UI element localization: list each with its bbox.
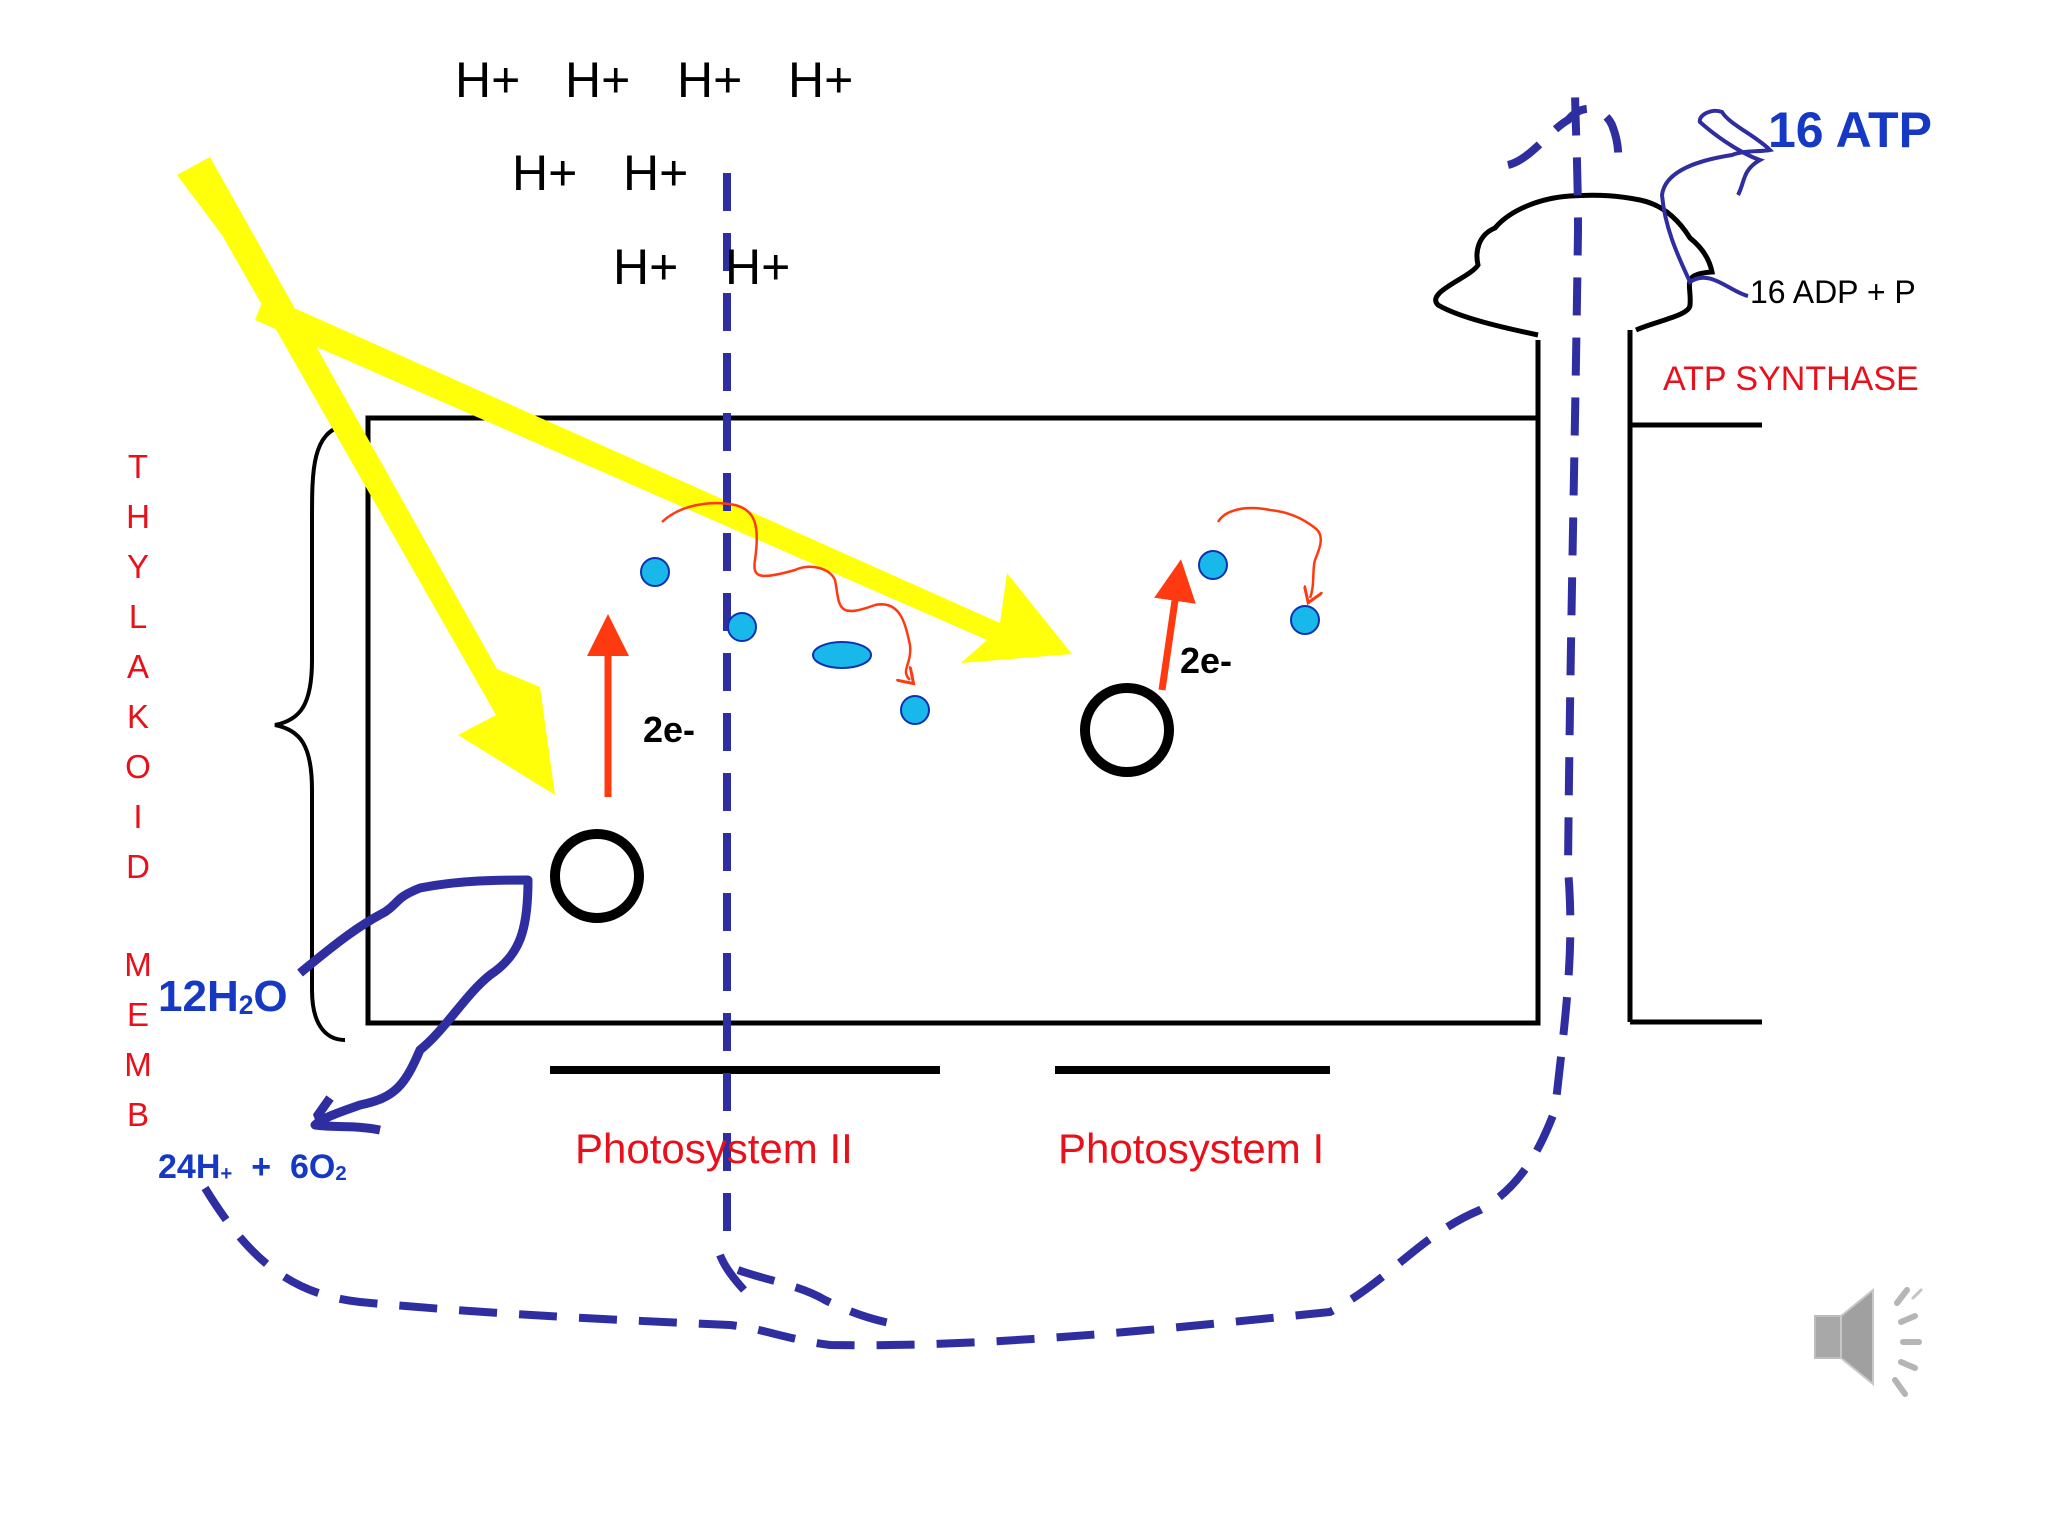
membrane-letter: L xyxy=(128,598,148,635)
return-arrow-tip xyxy=(736,1266,901,1329)
atp-output-label: 16 ATP xyxy=(1768,102,1932,158)
light-arrow-to-ps1 xyxy=(255,295,1072,663)
ps1-electron-label: 2e- xyxy=(1180,640,1233,681)
water-arrowhead xyxy=(312,1095,334,1130)
proton-label: H+ xyxy=(623,145,689,201)
proton-label: H+ xyxy=(725,239,791,295)
ps2-reaction-center xyxy=(550,829,644,923)
membrane-letter: T xyxy=(127,448,149,485)
photosystem-ii-label: Photosystem II xyxy=(575,1125,853,1172)
adp-input-label: 16 ADP + P xyxy=(1750,274,1916,310)
adp-to-atp-arrow xyxy=(1659,108,1775,298)
light-arrows xyxy=(177,157,1072,795)
electron-transport-squiggle-2 xyxy=(1216,506,1321,598)
membrane-brace xyxy=(274,423,346,1042)
membrane-letter: H xyxy=(126,498,150,535)
proton-label: H+ xyxy=(788,52,854,108)
proton-flow-path xyxy=(201,84,1623,1350)
atp-synthase-label: ATP SYNTHASE xyxy=(1663,360,1919,398)
membrane-letter: M xyxy=(124,946,152,983)
membrane-letter: M xyxy=(124,1046,152,1083)
proton-label: H+ xyxy=(677,52,743,108)
electron-carrier xyxy=(900,695,930,725)
membrane-letter: B xyxy=(126,1096,149,1133)
proton-label: H+ xyxy=(455,52,521,108)
membrane-letter: O xyxy=(125,748,151,785)
membrane-letter: K xyxy=(126,698,149,735)
membrane-letter: Y xyxy=(126,548,149,585)
membrane-letter: D xyxy=(126,848,150,885)
water-products-label: 24H+ + 6O2 xyxy=(158,1148,347,1186)
water-label: 12H2O xyxy=(158,972,288,1021)
membrane-letter: E xyxy=(126,996,149,1033)
electron-carrier xyxy=(640,557,670,587)
electron-carrier-complex xyxy=(812,641,872,669)
electron-carrier xyxy=(727,612,757,642)
ps1-reaction-center xyxy=(1080,683,1174,777)
water-splitting-arrow xyxy=(297,875,533,1135)
proton-label: H+ xyxy=(565,52,631,108)
ps2-electron-label: 2e- xyxy=(643,709,696,750)
ps1-excitation-arrow xyxy=(1154,559,1196,691)
speaker-icon[interactable] xyxy=(1814,1287,1923,1397)
membrane-letter: A xyxy=(126,648,149,685)
electron-carrier xyxy=(1290,605,1320,635)
photosystem-i-label: Photosystem I xyxy=(1058,1125,1325,1172)
electron-carrier xyxy=(1198,550,1228,580)
return-arrow-head xyxy=(716,1253,747,1293)
membrane-letter: I xyxy=(133,798,143,835)
proton-label: H+ xyxy=(613,239,679,295)
electron-transport-squiggle-1 xyxy=(661,501,910,680)
proton-label: H+ xyxy=(512,145,578,201)
